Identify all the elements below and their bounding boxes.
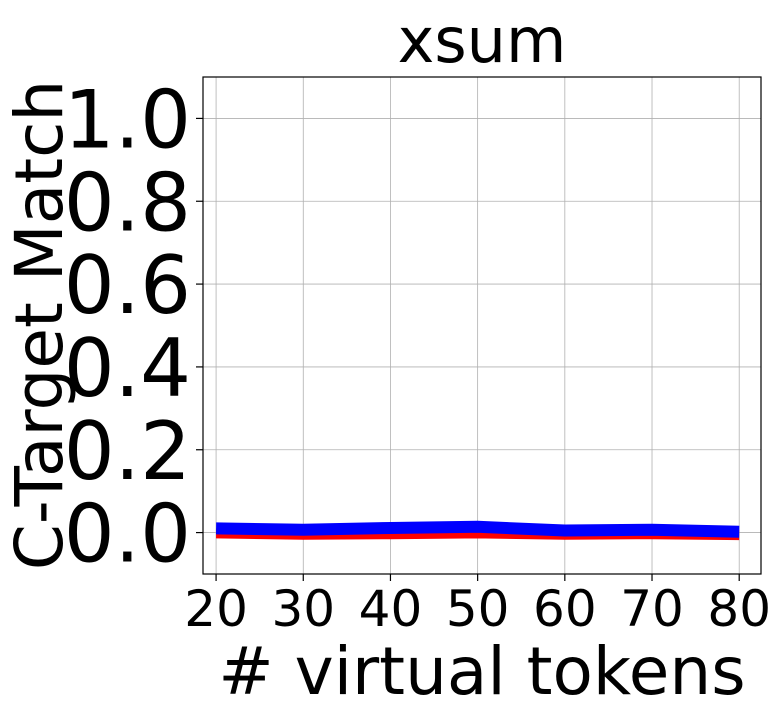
x-axis-ticks: 20 30 40 50 60 70 80 xyxy=(184,574,771,638)
y-tick-label: 0.6 xyxy=(64,239,191,332)
y-tick-label: 1.0 xyxy=(64,73,191,166)
y-tick-label: 0.4 xyxy=(64,322,191,415)
series-layer xyxy=(216,520,740,541)
x-gridlines xyxy=(215,77,740,574)
x-tick-label: 30 xyxy=(271,580,335,638)
y-axis-ticks: 0.00.20.40.60.81.0 xyxy=(64,73,203,581)
x-tick-label: 40 xyxy=(359,580,423,638)
x-tick-label: 70 xyxy=(620,580,684,638)
y-tick-label: 0.0 xyxy=(64,488,191,581)
x-axis-label: # virtual tokens xyxy=(218,633,745,710)
x-tick-label: 80 xyxy=(707,580,771,638)
x-tick-label: 50 xyxy=(446,580,510,638)
y-axis-label: C-Target Match xyxy=(1,80,78,570)
series-line-2 xyxy=(216,520,740,538)
x-tick-label: 60 xyxy=(533,580,597,638)
chart-title: xsum xyxy=(398,4,567,77)
y-tick-label: 0.2 xyxy=(64,405,191,498)
plot-area-frame xyxy=(202,76,762,575)
x-tick-label: 20 xyxy=(184,580,248,638)
y-tick-label: 0.8 xyxy=(64,156,191,249)
